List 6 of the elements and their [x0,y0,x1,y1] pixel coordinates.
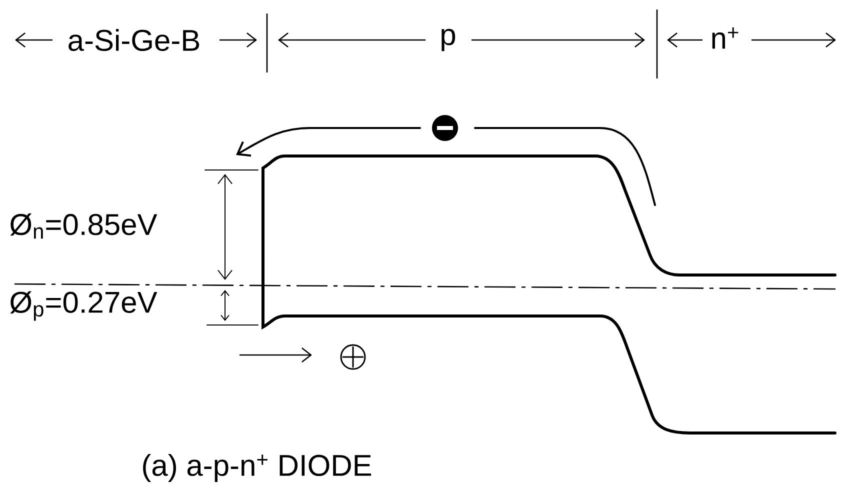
caption: (a) a-p-n$^{+}$ DIODE [143,454,372,482]
region-label: a-Si-Ge-B [66,28,202,52]
barrier-label: Ø$_{n}$=0.85eV [8,212,158,240]
barrier-label: Ø$_{p}$=0.27eV [8,290,158,322]
region-label: n$^{+}$ [709,26,741,50]
region-label: p [438,28,458,52]
